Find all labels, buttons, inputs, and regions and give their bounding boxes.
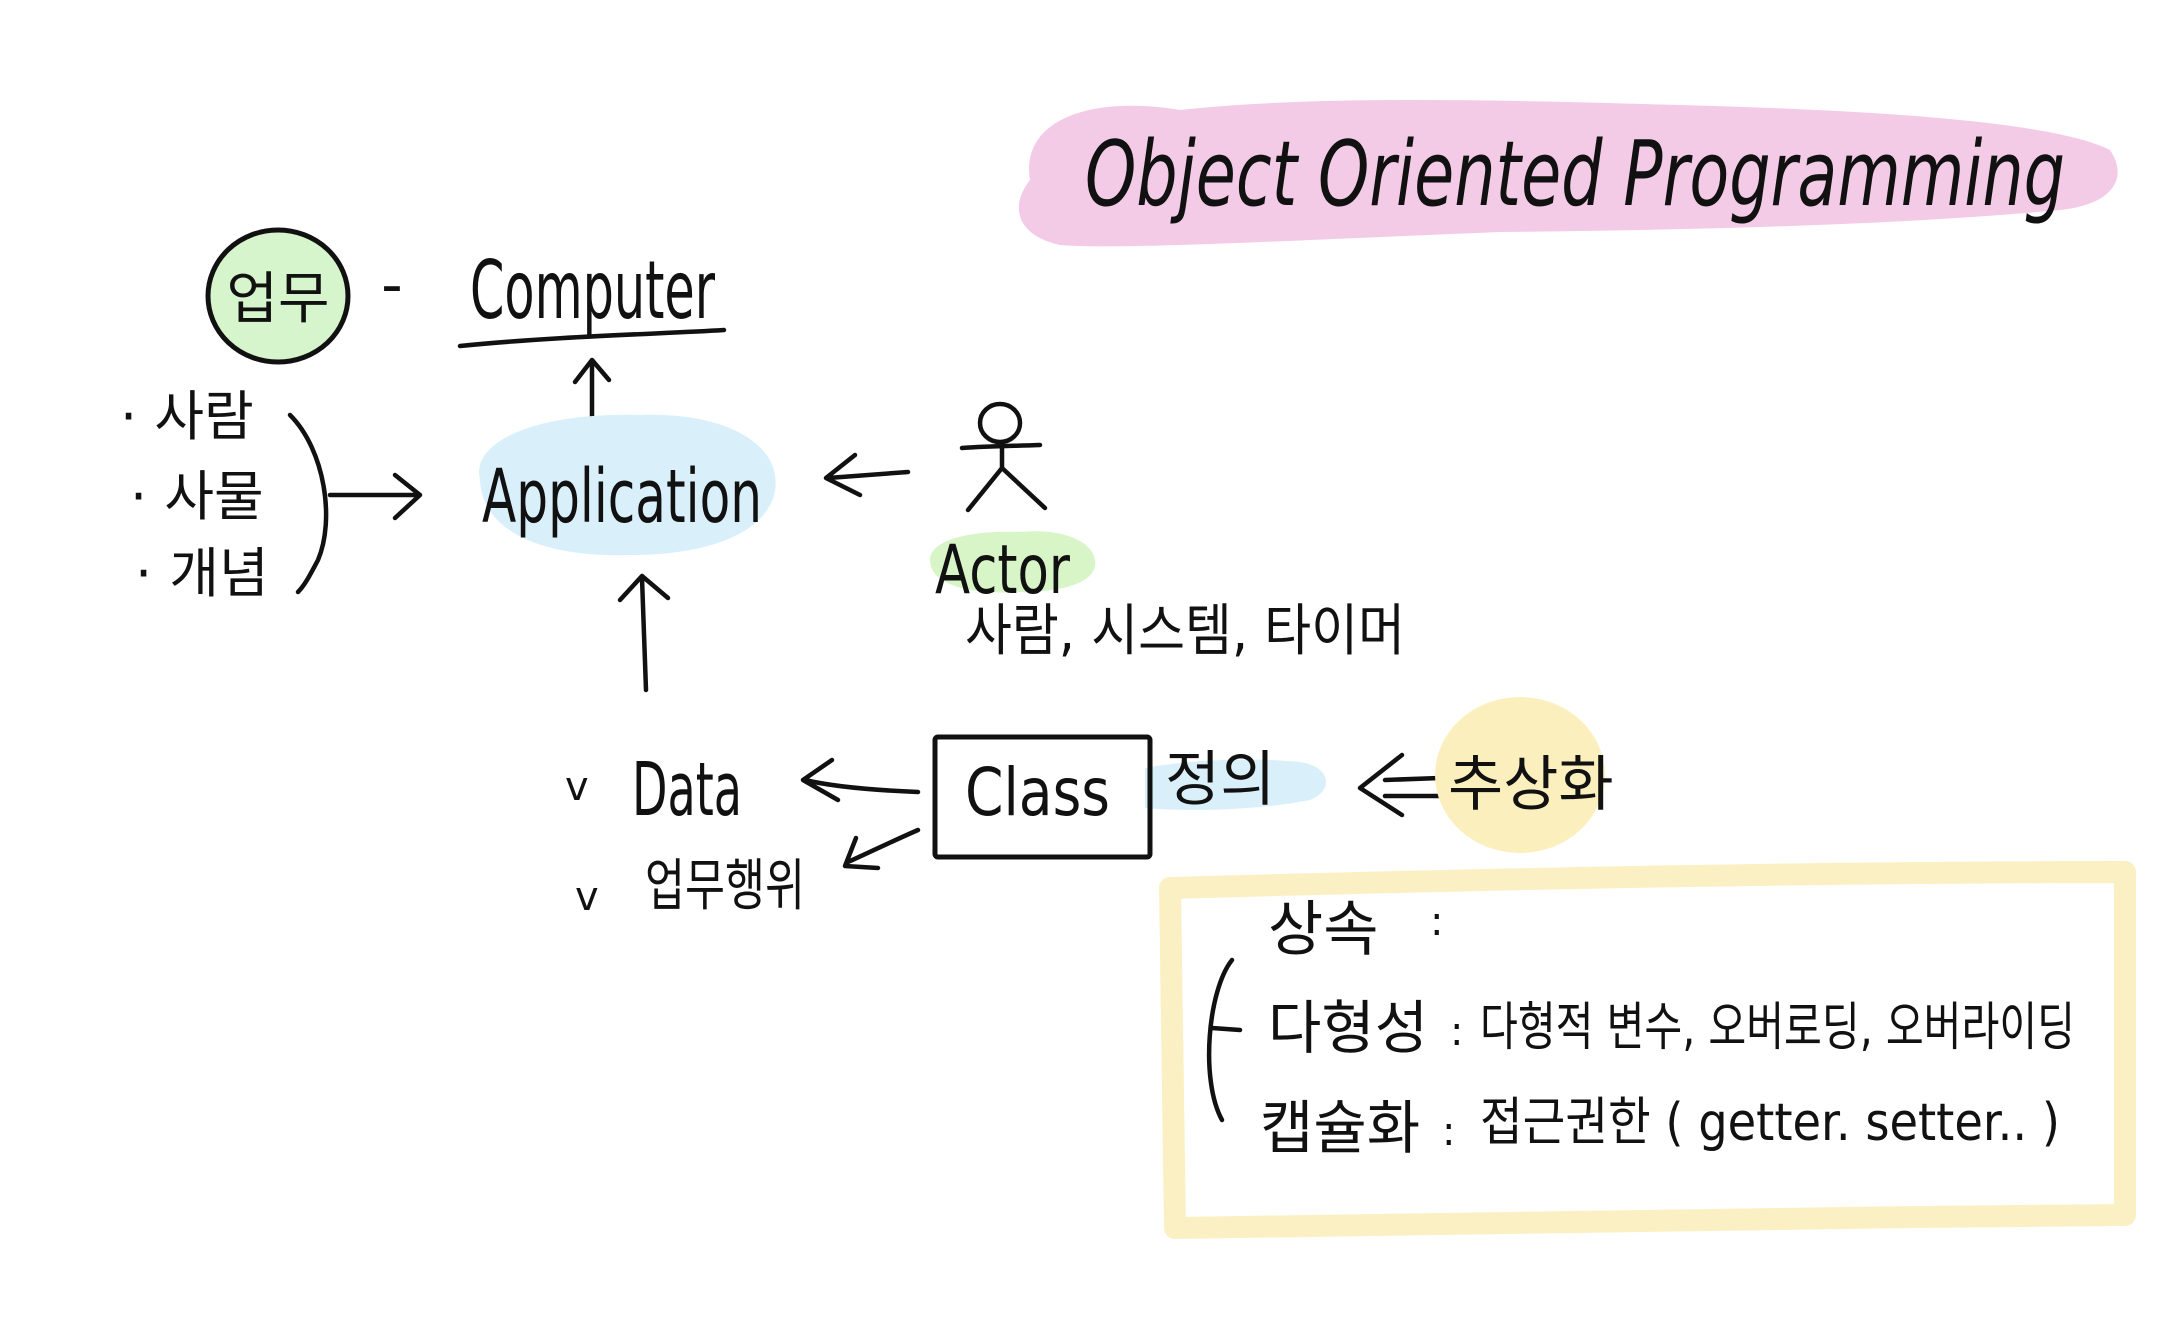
- arrow-icon: [572, 357, 612, 425]
- principle-sep: :: [1430, 899, 1443, 945]
- work-label: 업무: [226, 267, 329, 332]
- actor-highlight: [930, 531, 1096, 593]
- left-item: · 사람: [120, 385, 254, 448]
- principles-box: [1159, 861, 2136, 1239]
- stick-figure-icon: [959, 401, 1048, 513]
- principle-name: 캡슐화: [1260, 1094, 1420, 1162]
- principle-name: 다형성: [1268, 994, 1428, 1062]
- actor-examples: 사람, 시스템, 타이머: [965, 599, 1405, 664]
- arrow-icon: [842, 827, 921, 871]
- application-blob: [479, 414, 776, 556]
- definition-label: 정의: [1165, 745, 1275, 815]
- computer-underline: [457, 327, 727, 349]
- arrow-icon: [823, 452, 911, 498]
- brace-icon: [287, 412, 329, 595]
- left-item: · 개념: [135, 542, 269, 605]
- double-arrow-icon: [1357, 752, 1443, 818]
- arrow-icon: [617, 573, 671, 693]
- arrow-icon: [800, 757, 921, 803]
- actor-label: Actor: [935, 531, 1070, 610]
- abstraction-label: 추상화: [1448, 750, 1614, 820]
- definition-highlight: [1145, 759, 1327, 810]
- work-circle: [205, 227, 351, 365]
- left-item: · 사물: [130, 465, 264, 528]
- principle-name: 상속: [1268, 895, 1378, 965]
- title: Object Oriented Programming: [1085, 122, 2065, 227]
- dash: -: [381, 250, 403, 320]
- class-box: [932, 734, 1153, 860]
- arrow-icon: [327, 472, 423, 521]
- class-label: Class: [965, 754, 1110, 831]
- brace-icon: [1206, 957, 1243, 1123]
- principle-desc: 접근권한 ( getter. setter.. ): [1480, 1093, 2060, 1153]
- computer-label: Computer: [470, 244, 715, 337]
- title-highlight: [1018, 100, 2118, 247]
- principle-sep: :: [1442, 1109, 1455, 1155]
- principle-desc: 다형적 변수, 오버로딩, 오버라이딩: [1480, 998, 2075, 1058]
- abstraction-circle: [1435, 697, 1605, 853]
- data-check: v: [565, 764, 589, 810]
- behavior-check: v: [575, 874, 599, 920]
- principle-sep: :: [1450, 1009, 1463, 1055]
- behavior-label: 업무행위: [645, 854, 805, 919]
- application-label: Application: [482, 454, 762, 540]
- data-label: Data: [632, 747, 742, 833]
